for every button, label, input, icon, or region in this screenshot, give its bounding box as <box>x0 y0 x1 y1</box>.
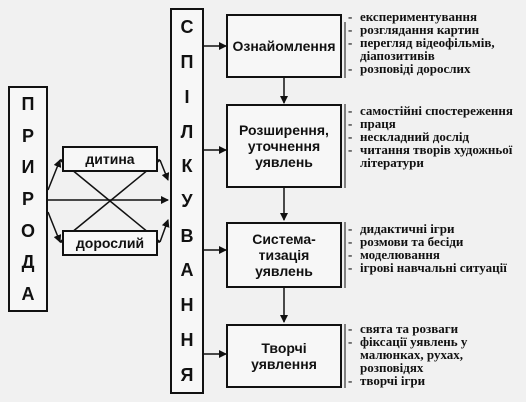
stage-title: Творчі уявлення <box>251 339 317 372</box>
communication-letter: А <box>180 260 194 281</box>
nature-letter: Р <box>21 125 34 146</box>
communication-letter: Н <box>180 295 194 316</box>
nature-letter: П <box>21 93 35 114</box>
communication-letter: Л <box>180 121 194 142</box>
line-bottom-to-center <box>159 219 170 243</box>
methods-list-1: експериментування розглядання картин пер… <box>348 10 520 75</box>
list-item: розповіді дорослих <box>348 62 520 75</box>
list-item: ігрові навчальні ситуації <box>348 261 520 274</box>
list-item: творчі ігри <box>348 374 520 387</box>
nature-letter: Р <box>21 188 34 209</box>
list-item: фіксації уявлень у малюнках, рухах, розп… <box>348 335 520 374</box>
methods-list-4: свята та розваги фіксації уявлень у малю… <box>348 322 520 387</box>
stage-title: Розширення, уточнення уявлень <box>239 121 329 171</box>
communication-letter: К <box>181 156 193 177</box>
stage-box-familiarization: Ознайомлення <box>226 14 342 78</box>
arrow-nature-child <box>47 159 62 191</box>
nature-letter: Д <box>21 252 35 273</box>
list-item: праця <box>348 117 520 130</box>
nature-letter: О <box>20 220 35 241</box>
list-item: самостійні спостереження <box>348 104 520 117</box>
communication-letter: У <box>181 190 193 211</box>
list-item: нескладний дослід <box>348 130 520 143</box>
line-top-to-center <box>159 159 170 181</box>
communication-letter: В <box>180 225 194 246</box>
communication-letter: П <box>180 52 194 73</box>
list-item: свята та розваги <box>348 322 520 335</box>
nature-letter: А <box>21 284 35 305</box>
stage-box-systematization: Система-тизація уявлень <box>226 222 342 288</box>
nature-letter: И <box>21 157 35 178</box>
methods-list-3: дидактичні ігри розмови та бесіди моделю… <box>348 222 520 274</box>
list-item: моделювання <box>348 248 520 261</box>
list-item: дидактичні ігри <box>348 222 520 235</box>
communication-letter: Я <box>180 364 194 385</box>
communication-letter: Н <box>180 329 194 350</box>
communication-letter: С <box>180 17 194 38</box>
stage-box-creative: Творчі уявлення <box>226 324 342 388</box>
communication-letter: І <box>184 86 190 107</box>
line-cross-2 <box>59 159 161 243</box>
child-box: дитина <box>62 146 158 172</box>
child-label: дитина <box>85 151 135 167</box>
stage-title: Ознайомлення <box>232 37 336 54</box>
methods-list-2: самостійні спостереження праця нескладни… <box>348 104 520 169</box>
list-item: перегляд відеофільмів, діапозитивів <box>348 36 520 62</box>
nature-box: П Р И Р О Д А <box>8 86 48 312</box>
arrow-nature-adult <box>47 211 62 243</box>
list-item: розглядання картин <box>348 23 520 36</box>
list-item: читання творів художньої літератури <box>348 143 520 169</box>
adult-label: дорослий <box>75 235 145 251</box>
list-item: експериментування <box>348 10 520 23</box>
stage-title: Система-тизація уявлень <box>252 230 316 280</box>
stage-box-expansion: Розширення, уточнення уявлень <box>226 104 342 188</box>
adult-box: дорослий <box>62 230 158 256</box>
communication-box: С П І Л К У В А Н Н Я <box>170 8 204 394</box>
list-item: розмови та бесіди <box>348 235 520 248</box>
